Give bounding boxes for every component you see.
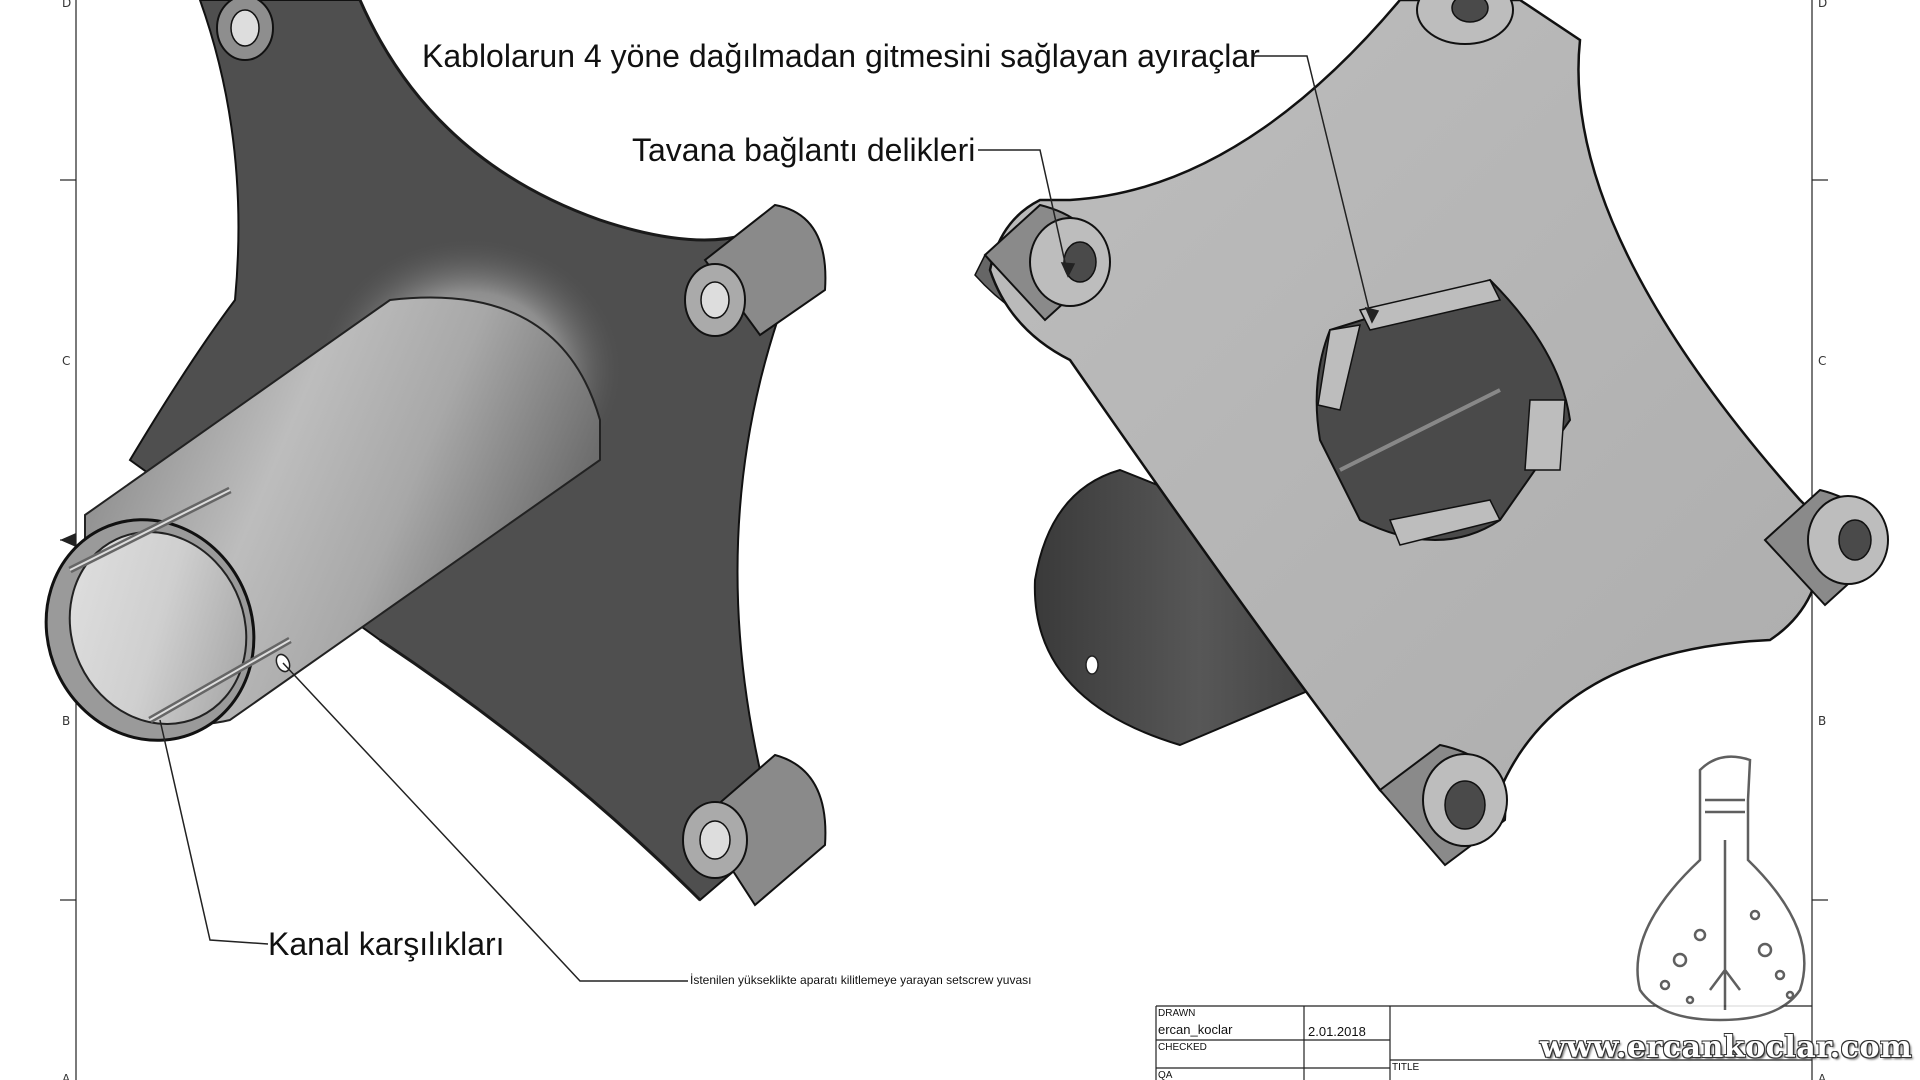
watermark-url: www.ercankoclar.com <box>1540 1030 1913 1065</box>
left-boss-top-right <box>684 203 827 337</box>
zone-letter-right-d: D <box>1818 0 1828 10</box>
zone-letter-right-b: B <box>1818 714 1827 728</box>
zone-letter-right-a: A <box>1818 1072 1827 1080</box>
setscrew-label: İstenilen yükseklikte aparatı kilitlemey… <box>690 973 1032 987</box>
separators-label: Kablolarun 4 yöne dağılmadan gitmesini s… <box>422 38 1260 74</box>
part-left-isometric-view <box>44 0 827 907</box>
channel-mates-label: Kanal karşılıkları <box>268 926 505 962</box>
leader-lines <box>159 55 1380 982</box>
zone-letter-left-a: A <box>62 1072 71 1080</box>
right-boss-top <box>1416 0 1514 45</box>
zone-letter-left-b: B <box>62 714 71 728</box>
zone-letter-right-c: C <box>1818 354 1827 368</box>
flask-rocket-logo-icon <box>1636 755 1806 1022</box>
cable-separator-ring <box>1315 278 1572 546</box>
left-tube-opening-inner <box>68 531 248 725</box>
title-block-checked-label: CHECKED <box>1158 1042 1207 1053</box>
zone-letter-left-c: C <box>62 354 71 368</box>
right-boss-left <box>983 203 1111 322</box>
zone-letter-left-d: D <box>62 0 72 10</box>
right-boss-right <box>1763 488 1889 607</box>
left-boss-bottom-right <box>682 753 827 907</box>
title-block-date: 2.01.2018 <box>1308 1024 1366 1039</box>
part-right-isometric-view <box>974 0 1889 867</box>
title-block-qa-label: QA <box>1158 1070 1173 1080</box>
left-boss-top-left <box>216 0 274 61</box>
right-boss-bottom <box>1378 743 1508 867</box>
title-block-title-label: TITLE <box>1392 1062 1420 1073</box>
title-block-drawn-by: ercan_koclar <box>1158 1022 1233 1037</box>
ceiling-holes-label: Tavana bağlantı delikleri <box>632 132 976 168</box>
title-block-drawn-label: DRAWN <box>1158 1008 1196 1019</box>
